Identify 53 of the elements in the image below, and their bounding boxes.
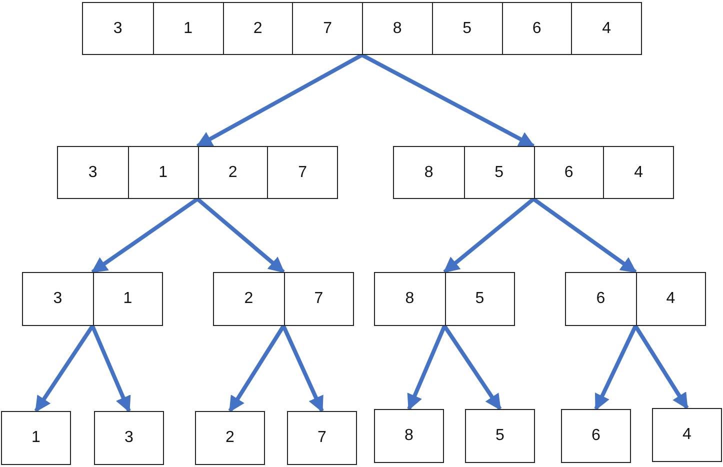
arrow	[634, 324, 689, 410]
array-box	[374, 272, 515, 326]
array-cell: 8	[362, 3, 432, 54]
arrow	[228, 324, 286, 412]
array-cell: 7	[287, 411, 357, 465]
arrow	[91, 197, 199, 274]
arrow	[90, 325, 131, 412]
array-cell: 2	[195, 411, 265, 465]
array-cell: 8	[374, 409, 444, 463]
array-cell: 4	[636, 273, 705, 325]
array-cell: 5	[444, 273, 514, 325]
array-cell: 5	[464, 147, 534, 198]
array-box	[82, 2, 642, 55]
array-cell: 4	[603, 147, 673, 198]
array-cell: 1	[1, 411, 71, 465]
array-cell: 2	[222, 3, 292, 54]
array-cell: 6	[502, 3, 572, 54]
array-cell: 2	[198, 147, 268, 198]
arrow	[407, 325, 446, 410]
array-cell: 3	[23, 273, 92, 325]
array-cell: 1	[92, 273, 162, 325]
array-cell: 6	[566, 273, 636, 325]
array-cell: 3	[58, 147, 128, 198]
array-box	[393, 146, 674, 199]
array-cell: 5	[465, 409, 535, 463]
array-box	[213, 272, 354, 326]
arrow	[34, 324, 94, 412]
arrow	[443, 197, 535, 274]
array-cell: 7	[267, 147, 337, 198]
arrow	[361, 53, 535, 148]
array-cell: 7	[284, 273, 353, 325]
arrow	[282, 325, 324, 412]
arrow	[442, 324, 502, 410]
array-cell: 6	[534, 147, 604, 198]
array-cell: 4	[652, 408, 722, 462]
array-box	[22, 272, 163, 326]
array-cell: 8	[375, 273, 444, 325]
array-box	[57, 146, 338, 199]
arrow	[594, 325, 638, 410]
array-cell: 3	[94, 411, 164, 465]
array-cell: 6	[561, 409, 631, 463]
arrow	[532, 197, 637, 274]
array-cell: 7	[292, 3, 362, 54]
arrow	[196, 197, 285, 274]
array-cell: 4	[571, 3, 641, 54]
array-box	[565, 272, 706, 326]
array-cell: 1	[152, 3, 222, 54]
arrow	[196, 53, 363, 148]
array-cell: 2	[214, 273, 284, 325]
array-cell: 5	[432, 3, 502, 54]
array-cell: 3	[83, 3, 153, 54]
array-cell: 8	[394, 147, 464, 198]
array-cell: 1	[128, 147, 198, 198]
